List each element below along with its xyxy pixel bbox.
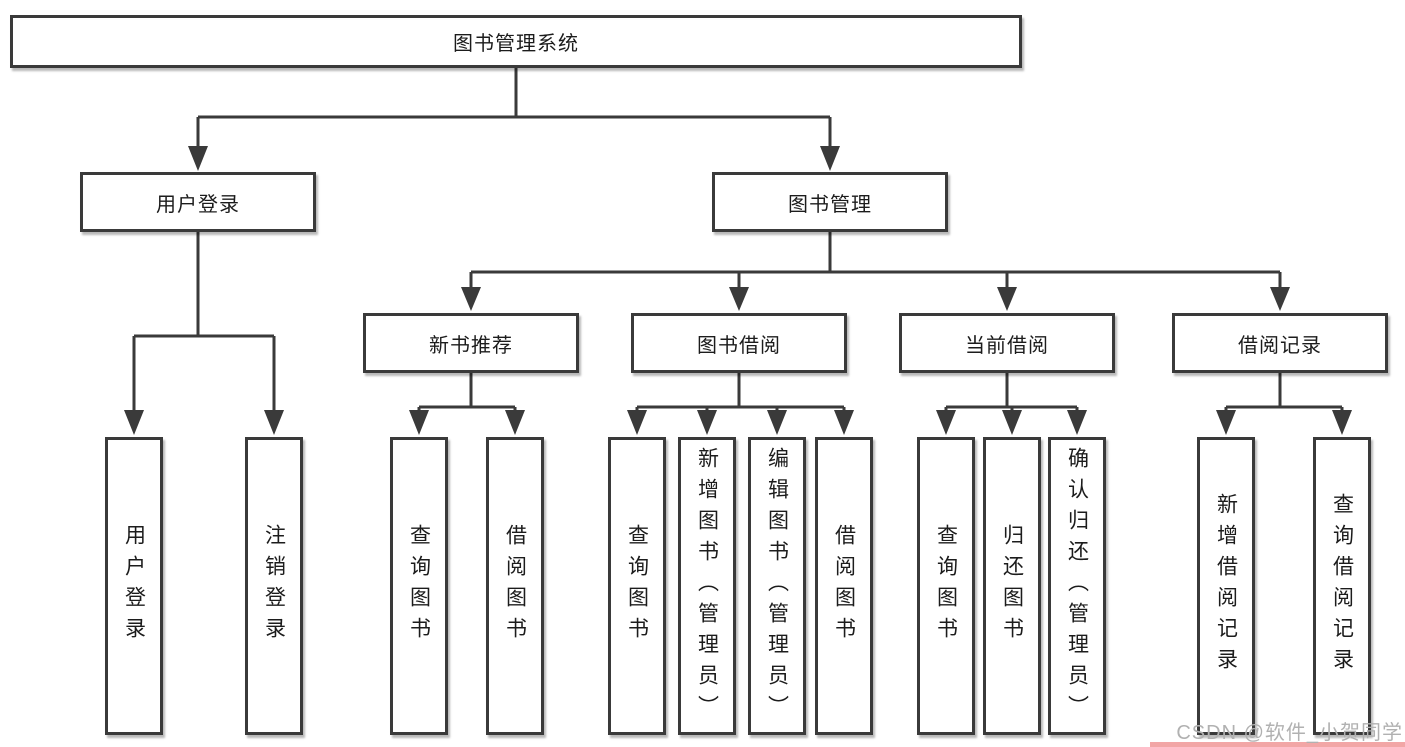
leaf-query-books-3: 查询图书	[917, 437, 975, 735]
leaf-query-books-2-label: 查询图书	[625, 524, 649, 648]
leaf-borrow-books-1-label: 借阅图书	[503, 524, 527, 648]
connector-bookmgmt-to-level3	[469, 232, 1282, 288]
node-book-borrow-label: 图书借阅	[697, 334, 781, 357]
connector-bookborrow-to-leaves	[635, 373, 846, 412]
leaf-borrow-books-2-label: 借阅图书	[832, 524, 856, 648]
node-current-borrow-label: 当前借阅	[965, 334, 1049, 357]
leaf-edit-books-admin-label: 编辑图书（管理员）	[765, 446, 789, 726]
leaf-query-books-2: 查询图书	[608, 437, 666, 735]
leaf-borrow-books-2: 借阅图书	[815, 437, 873, 735]
watermark-highlight-bar	[1150, 742, 1405, 747]
node-new-book-recommend-label: 新书推荐	[429, 334, 513, 357]
connector-currentborrow-to-leaves	[944, 373, 1079, 412]
node-borrow-record-label: 借阅记录	[1238, 334, 1322, 357]
node-root-label: 图书管理系统	[453, 33, 579, 55]
leaf-return-books: 归还图书	[983, 437, 1041, 735]
leaf-user-login-label: 用户登录	[122, 524, 146, 648]
watermark-text: CSDN @软件_小贺同学	[1176, 722, 1403, 744]
connector-borrowrecord-to-leaves	[1224, 373, 1344, 412]
node-book-management-label: 图书管理	[788, 193, 872, 216]
leaf-confirm-return-admin-label: 确认归还（管理员）	[1065, 446, 1089, 726]
leaf-query-books-1-label: 查询图书	[407, 524, 431, 648]
node-new-book-recommend: 新书推荐	[363, 313, 579, 373]
connector-root-to-level2	[196, 68, 832, 148]
leaf-logout: 注销登录	[245, 437, 303, 735]
leaf-query-borrow-record-label: 查询借阅记录	[1330, 493, 1354, 679]
node-book-borrow: 图书借阅	[631, 313, 847, 373]
leaf-add-borrow-record: 新增借阅记录	[1197, 437, 1255, 735]
leaf-add-books-admin: 新增图书（管理员）	[678, 437, 736, 735]
node-root: 图书管理系统	[10, 15, 1022, 68]
connector-newbook-to-leaves	[417, 373, 517, 412]
leaf-confirm-return-admin: 确认归还（管理员）	[1048, 437, 1106, 735]
node-user-login-label: 用户登录	[156, 193, 240, 216]
leaf-return-books-label: 归还图书	[1000, 524, 1024, 648]
leaf-borrow-books-1: 借阅图书	[486, 437, 544, 735]
leaf-query-borrow-record: 查询借阅记录	[1313, 437, 1371, 735]
leaf-add-books-admin-label: 新增图书（管理员）	[695, 446, 719, 726]
arrowheads	[124, 146, 1352, 435]
leaf-edit-books-admin: 编辑图书（管理员）	[748, 437, 806, 735]
leaf-query-books-3-label: 查询图书	[934, 524, 958, 648]
connector-userlogin-to-leaves	[132, 232, 276, 412]
leaf-query-books-1: 查询图书	[390, 437, 448, 735]
leaf-logout-label: 注销登录	[262, 524, 286, 648]
node-current-borrow: 当前借阅	[899, 313, 1115, 373]
node-user-login: 用户登录	[80, 172, 316, 232]
node-borrow-record: 借阅记录	[1172, 313, 1388, 373]
node-book-management: 图书管理	[712, 172, 948, 232]
leaf-add-borrow-record-label: 新增借阅记录	[1214, 493, 1238, 679]
leaf-user-login: 用户登录	[105, 437, 163, 735]
